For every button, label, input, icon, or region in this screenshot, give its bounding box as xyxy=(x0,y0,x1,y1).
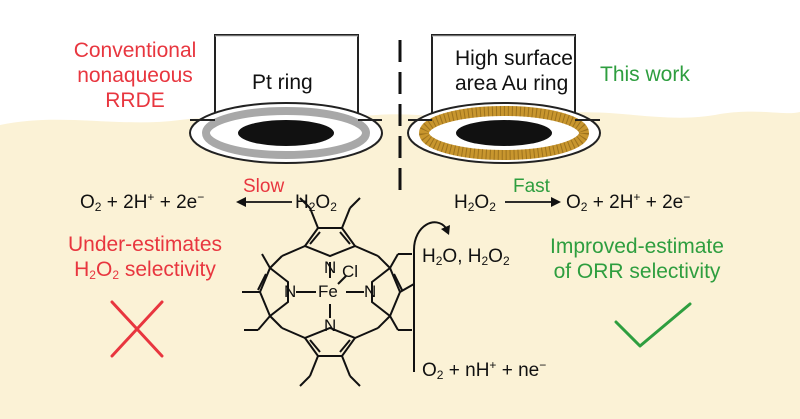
left-rate-label: Slow xyxy=(243,176,285,197)
right-reaction-reactant: H2O2 xyxy=(454,192,496,214)
reaction-arrow-icon xyxy=(236,197,292,207)
curved-arrow-icon xyxy=(413,221,450,372)
left-title-line-3: RRDE xyxy=(105,89,165,112)
left-verdict-line-2: H2O2 selectivity xyxy=(74,258,216,282)
right-verdict: Improved-estimate of ORR selectivity xyxy=(542,234,732,284)
disk-reaction: O2 + nH+ + ne− xyxy=(422,358,547,382)
left-title-line-2: nonaqueous xyxy=(77,64,193,87)
pt-rrde-electrode xyxy=(189,34,383,164)
left-verdict-line-1: Under-estimates xyxy=(67,233,223,256)
disk-products: H2O, H2O2 xyxy=(422,246,510,268)
left-verdict: Under-estimates H2O2 selectivity xyxy=(60,232,230,282)
left-panel-title: Conventional nonaqueous RRDE xyxy=(60,38,210,113)
pt-ring xyxy=(202,107,370,159)
au-label-line-1: High surface xyxy=(455,47,573,70)
reaction-arrow-icon xyxy=(505,197,561,207)
left-reaction-products: O2 + 2H+ + 2e− xyxy=(80,190,205,214)
au-electrode-disk xyxy=(456,120,552,146)
cross-mark-icon xyxy=(110,300,164,358)
au-ring-label: High surface area Au ring xyxy=(455,46,573,96)
pt-electrode-disk xyxy=(238,120,334,146)
left-reaction-reactant: H2O2 xyxy=(295,192,337,214)
pt-ring-label: Pt ring xyxy=(252,71,313,94)
atom-n-right: N xyxy=(364,282,377,301)
atom-n-bottom: N xyxy=(324,316,337,335)
left-title-line-1: Conventional xyxy=(73,39,197,62)
atom-fe: Fe xyxy=(318,282,338,301)
right-verdict-line-1: Improved-estimate xyxy=(550,235,724,258)
atom-n-left: N xyxy=(284,282,297,301)
right-panel-title: This work xyxy=(600,63,690,86)
au-rrde-electrode xyxy=(407,34,601,164)
fe-porphyrin-structure xyxy=(242,197,415,387)
right-rate-label: Fast xyxy=(513,176,550,197)
electrolyte-solution xyxy=(0,111,800,419)
au-label-line-2: area Au ring xyxy=(455,72,569,95)
right-reaction-products: O2 + 2H+ + 2e− xyxy=(566,190,691,214)
check-mark-icon xyxy=(614,302,692,348)
atom-n-top: N xyxy=(324,258,337,277)
atom-cl: Cl xyxy=(342,262,359,281)
right-verdict-line-2: of ORR selectivity xyxy=(553,260,721,283)
